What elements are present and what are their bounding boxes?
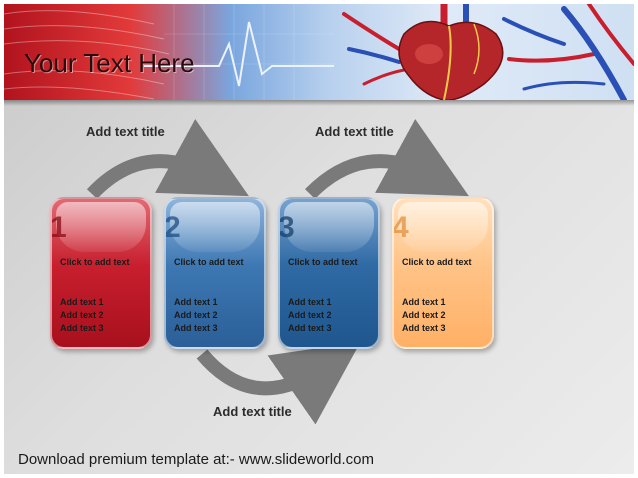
card-line-3[interactable]: Add text 3	[402, 323, 446, 333]
slide: Your Text Here Add text title Add text t…	[4, 4, 634, 474]
card-line-2[interactable]: Add text 2	[402, 310, 446, 320]
arrow-top-left	[86, 119, 249, 199]
arrow-title-3[interactable]: Add text title	[213, 404, 292, 419]
card-line-2[interactable]: Add text 2	[60, 310, 104, 320]
banner-artwork	[4, 4, 634, 100]
arrow-title-1[interactable]: Add text title	[86, 124, 165, 139]
ecg-line-icon	[144, 21, 334, 87]
card-heading[interactable]: Click to add text	[288, 257, 358, 267]
process-arrows	[86, 119, 469, 425]
banner-shadow	[4, 100, 634, 106]
card-line-3[interactable]: Add text 3	[288, 323, 332, 333]
arrow-top-right	[305, 119, 469, 199]
card-line-1[interactable]: Add text 1	[174, 297, 218, 307]
footer-text: Download premium template at:- www.slide…	[18, 451, 374, 468]
card-line-1[interactable]: Add text 1	[60, 297, 104, 307]
slide-title[interactable]: Your Text Here	[24, 48, 195, 78]
step-card-1[interactable]: 1 Click to add text Add text 1 Add text …	[50, 197, 152, 349]
arrow-bottom	[196, 342, 361, 425]
arrow-title-2[interactable]: Add text title	[315, 124, 394, 139]
step-number: 4	[392, 211, 409, 244]
step-number: 2	[164, 211, 181, 244]
step-card-4[interactable]: 4 Click to add text Add text 1 Add text …	[392, 197, 494, 349]
card-line-2[interactable]: Add text 2	[288, 310, 332, 320]
step-number: 1	[50, 211, 67, 244]
step-number: 3	[278, 211, 295, 244]
card-heading[interactable]: Click to add text	[174, 257, 244, 267]
card-line-3[interactable]: Add text 3	[174, 323, 218, 333]
card-line-1[interactable]: Add text 1	[288, 297, 332, 307]
card-line-1[interactable]: Add text 1	[402, 297, 446, 307]
card-line-3[interactable]: Add text 3	[60, 323, 104, 333]
header-banner: Your Text Here	[4, 4, 634, 100]
heart-illustration-icon	[398, 20, 504, 100]
card-line-2[interactable]: Add text 2	[174, 310, 218, 320]
step-card-3[interactable]: 3 Click to add text Add text 1 Add text …	[278, 197, 380, 349]
card-heading[interactable]: Click to add text	[60, 257, 130, 267]
card-heading[interactable]: Click to add text	[402, 257, 472, 267]
step-card-2[interactable]: 2 Click to add text Add text 1 Add text …	[164, 197, 266, 349]
